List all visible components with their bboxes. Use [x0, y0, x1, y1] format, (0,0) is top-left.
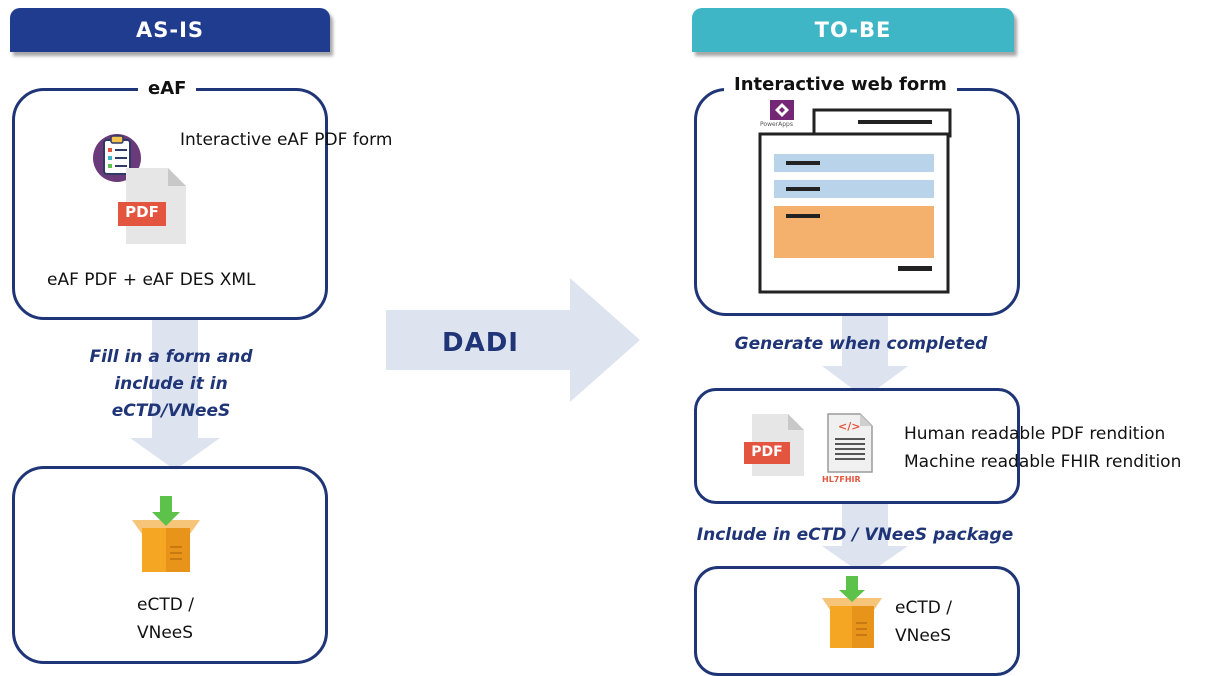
hl7-fhir-logo: HL7FHIR [822, 475, 861, 484]
down-arrow-generate [822, 316, 908, 398]
web-form-title: Interactive web form [724, 74, 957, 95]
include-caption: Include in eCTD / VNeeS package [696, 525, 1014, 545]
caption-line: include it in [114, 374, 228, 394]
pdf-file-icon [118, 168, 186, 244]
human-readable-label: Human readable PDF rendition [904, 424, 1166, 444]
ectd-line1-to-be: eCTD / [895, 598, 952, 618]
eaf-box-title: eAF [138, 78, 197, 99]
package-download-icon [132, 496, 200, 572]
pdf-file-icon-to-be [744, 414, 804, 476]
fhir-xml-file-icon: </> [827, 413, 873, 473]
machine-readable-label: Machine readable FHIR rendition [904, 452, 1182, 472]
as-is-header: AS-IS [10, 8, 330, 52]
dadi-label: DADI [442, 328, 519, 358]
powerapps-icon [770, 100, 794, 120]
caption-line: Fill in a form and [89, 347, 253, 367]
package-download-icon-to-be [822, 576, 882, 648]
eaf-pdf-xml-label: eAF PDF + eAF DES XML [47, 270, 256, 290]
ectd-line2-to-be: VNeeS [895, 626, 952, 646]
ectd-line2: VNeeS [137, 623, 194, 643]
interactive-eaf-pdf-label: Interactive eAF PDF form [180, 130, 393, 150]
pdf-badge-to-be: PDF [751, 444, 783, 460]
svg-text:</>: </> [838, 420, 860, 433]
fill-in-form-caption: Fill in a form and include it in eCTD/VN… [40, 344, 302, 425]
down-arrow-as-is [130, 318, 220, 470]
web-form-illustration [758, 108, 952, 294]
dadi-arrow [386, 278, 640, 402]
ectd-line1: eCTD / [137, 595, 194, 615]
clipboard-icon [93, 134, 141, 182]
generate-caption: Generate when completed [734, 334, 988, 354]
pdf-badge: PDF [125, 203, 159, 221]
caption-line: eCTD/VNeeS [111, 401, 231, 421]
down-arrow-include [822, 500, 908, 576]
powerapps-label: PowerApps [760, 121, 793, 128]
to-be-header: TO-BE [692, 8, 1014, 52]
